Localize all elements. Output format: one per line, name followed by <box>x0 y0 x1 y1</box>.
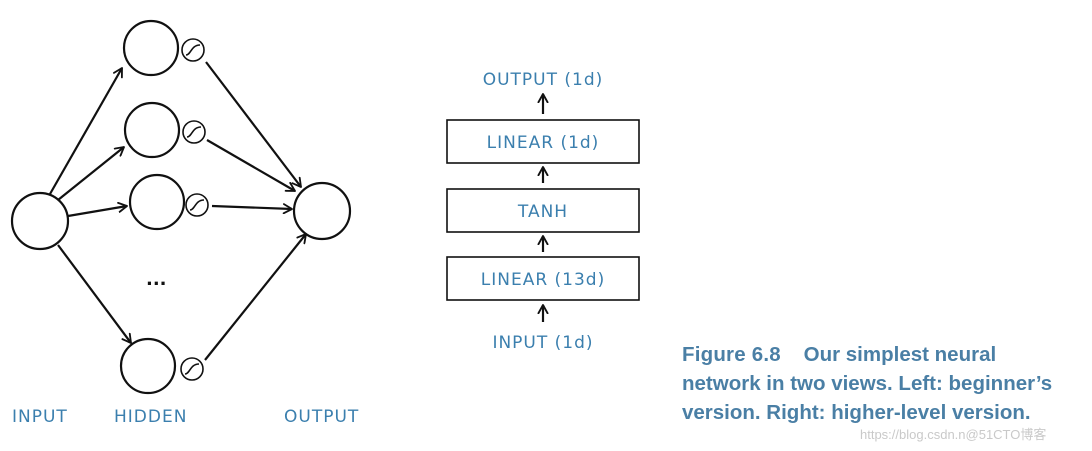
caption-line-2: network in two views. Left: beginner’s <box>682 372 1053 395</box>
edge-in-h3 <box>67 201 128 218</box>
caption-line-3: version. Right: higher-level version. <box>682 401 1031 424</box>
ellipsis: ... <box>146 269 167 290</box>
edge-in-h4 <box>57 244 132 344</box>
stack-input-label: INPUT (1d) <box>492 333 593 353</box>
stack-output-label: OUTPUT (1d) <box>483 70 604 90</box>
hidden-node-3 <box>128 173 186 231</box>
edge-h1-out <box>205 61 302 188</box>
beginner-network <box>10 19 352 395</box>
activation-icon <box>182 120 206 144</box>
activation-icon <box>181 38 205 62</box>
linear-out-label: LINEAR (1d) <box>487 133 600 153</box>
hidden-node-1 <box>122 19 180 77</box>
activation-icon <box>185 193 209 217</box>
edge-h2-out <box>206 139 296 192</box>
hidden-node-4 <box>119 337 177 395</box>
input-node <box>10 191 70 251</box>
layer-stack: OUTPUT (1d) LINEAR (1d) TANH LINEAR (13d… <box>446 70 640 353</box>
watermark: https://blog.csdn.n@51CTO博客 <box>860 427 1047 442</box>
caption-line-1: Our simplest neural <box>803 343 997 366</box>
input-label: INPUT <box>12 407 68 427</box>
edge-h3-out <box>211 203 293 215</box>
tanh-label: TANH <box>517 202 568 222</box>
edge-in-h2 <box>57 146 125 201</box>
hidden-node-2 <box>123 101 181 159</box>
linear-in-label: LINEAR (13d) <box>481 270 605 290</box>
edge-in-h1 <box>49 67 123 195</box>
linear-out-box <box>446 119 640 164</box>
activation-icon <box>180 357 204 381</box>
figure-caption: Figure 6.8 Our simplest neural network i… <box>682 340 1082 427</box>
figure-number: Figure 6.8 <box>682 343 781 366</box>
hidden-label: HIDDEN <box>114 407 187 427</box>
tanh-box <box>446 188 640 233</box>
output-label: OUTPUT <box>284 407 359 427</box>
output-node <box>292 181 352 241</box>
edge-h4-out <box>204 233 307 361</box>
linear-in-box <box>446 256 640 301</box>
